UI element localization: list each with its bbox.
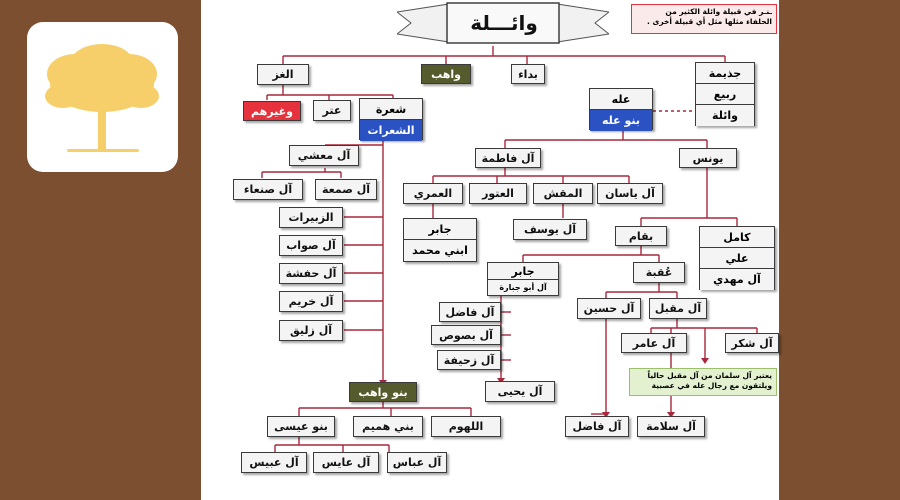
node-al-salama: آل سلامة bbox=[637, 416, 705, 437]
node-al-muqbil: آل مقبل bbox=[649, 298, 707, 319]
node-shaara: شعرة bbox=[360, 99, 422, 120]
node-al-fadil: آل فاضل bbox=[439, 302, 501, 322]
title-banner-icon bbox=[397, 2, 609, 44]
stack-item: ابني محمد bbox=[404, 240, 476, 261]
node-yunus: يونس bbox=[679, 148, 737, 168]
node-al-atur: العتور bbox=[469, 183, 527, 204]
node-jabir2: جابر bbox=[488, 263, 558, 280]
node-al-zuhayfa: آل زحيفة bbox=[437, 350, 501, 370]
node-al-lahum: اللهوم bbox=[431, 416, 501, 437]
node-kamil-stack: كامل علي آل مهدي bbox=[699, 226, 775, 290]
node-jabir-stack: جابر ابني محمد bbox=[403, 218, 477, 262]
node-banu-wahib: بنو واهب bbox=[349, 382, 417, 402]
node-al-mashi: آل معشي bbox=[289, 145, 359, 166]
node-al-fadil2: آل فاضل bbox=[565, 416, 629, 437]
node-ghayrihim: وغيرهم bbox=[243, 101, 301, 121]
node-al-muqsh: المقش bbox=[533, 183, 593, 204]
node-al-ubays: آل عبيس bbox=[241, 452, 307, 473]
tribe-diagram: وائـــلة ـنـر في قبيلة وائلة الكثير من ا… bbox=[201, 0, 779, 500]
node-al-yahya: آل يحيى bbox=[485, 381, 555, 402]
stack-item: وائلة bbox=[696, 105, 754, 126]
node-al-abu-jabira: آل أبو جبارة bbox=[488, 280, 558, 295]
node-al-shakr: آل شكر bbox=[725, 333, 779, 353]
node-al-umari: العمري bbox=[403, 183, 463, 204]
node-al-samaa: آل صمعة bbox=[315, 179, 377, 200]
node-al-yusuf: آل يوسف bbox=[513, 219, 587, 240]
stack-item: جذيمة bbox=[696, 63, 754, 84]
node-al-amir: آل عامر bbox=[621, 333, 687, 353]
logo-card bbox=[27, 22, 178, 172]
node-jabir2-stack: جابر آل أبو جبارة bbox=[487, 262, 559, 296]
node-al-husayn: آل حسين bbox=[577, 298, 641, 319]
node-uqba: عُقبة bbox=[633, 262, 685, 283]
stack-item: ربيع bbox=[696, 84, 754, 105]
stack-item: جابر bbox=[404, 219, 476, 240]
top-note: ـنـر في قبيلة وائلة الكثير من الحلفاء مث… bbox=[631, 4, 777, 34]
page-title: وائـــلة bbox=[470, 11, 538, 35]
node-al-abs: آل عباس bbox=[387, 452, 447, 473]
node-al-ayis: آل عايس bbox=[313, 452, 379, 473]
node-ghazz: الغز bbox=[257, 64, 309, 85]
stack-item: كامل bbox=[700, 227, 774, 248]
node-al-khuraym: آل خريم bbox=[279, 291, 343, 312]
node-al-sanaa: آل صنعاء bbox=[233, 179, 303, 200]
node-al-yasan: آل ياسان bbox=[597, 183, 663, 204]
node-bqam: بقام bbox=[615, 226, 667, 246]
node-al-hafsha: آل حفشة bbox=[279, 263, 343, 284]
node-al-fatima: آل فاطمة bbox=[475, 148, 541, 168]
node-bidda: بداء bbox=[511, 64, 545, 84]
node-shaara-stack: شعرة الشعرات bbox=[359, 98, 423, 141]
node-banu-isa: بنو عيسى bbox=[267, 416, 335, 437]
bottom-note: يعتبر آل سلمان من آل مقبل حالياً ويلتقون… bbox=[629, 368, 777, 396]
node-juthima-stack: جذيمة ربيع وائلة bbox=[695, 62, 755, 126]
node-al-basus: آل بصوص bbox=[431, 325, 501, 345]
node-atar: عتر bbox=[313, 100, 351, 121]
tree-logo-icon bbox=[45, 44, 159, 152]
node-bani-humaym: بني هميم bbox=[353, 416, 423, 437]
node-wahib: واهب bbox=[421, 64, 471, 84]
node-ila-stack: عله بنو عله bbox=[589, 88, 653, 131]
node-shaarat: الشعرات bbox=[360, 120, 422, 141]
node-al-zulayq: آل زليق bbox=[279, 320, 343, 341]
node-zubayrat: الزبيرات bbox=[279, 207, 343, 228]
node-banu-ila: بنو عله bbox=[590, 110, 652, 131]
node-al-sawab: آل صواب bbox=[279, 235, 343, 256]
stack-item: علي bbox=[700, 248, 774, 269]
stack-item: آل مهدي bbox=[700, 269, 774, 290]
node-ila: عله bbox=[590, 89, 652, 110]
